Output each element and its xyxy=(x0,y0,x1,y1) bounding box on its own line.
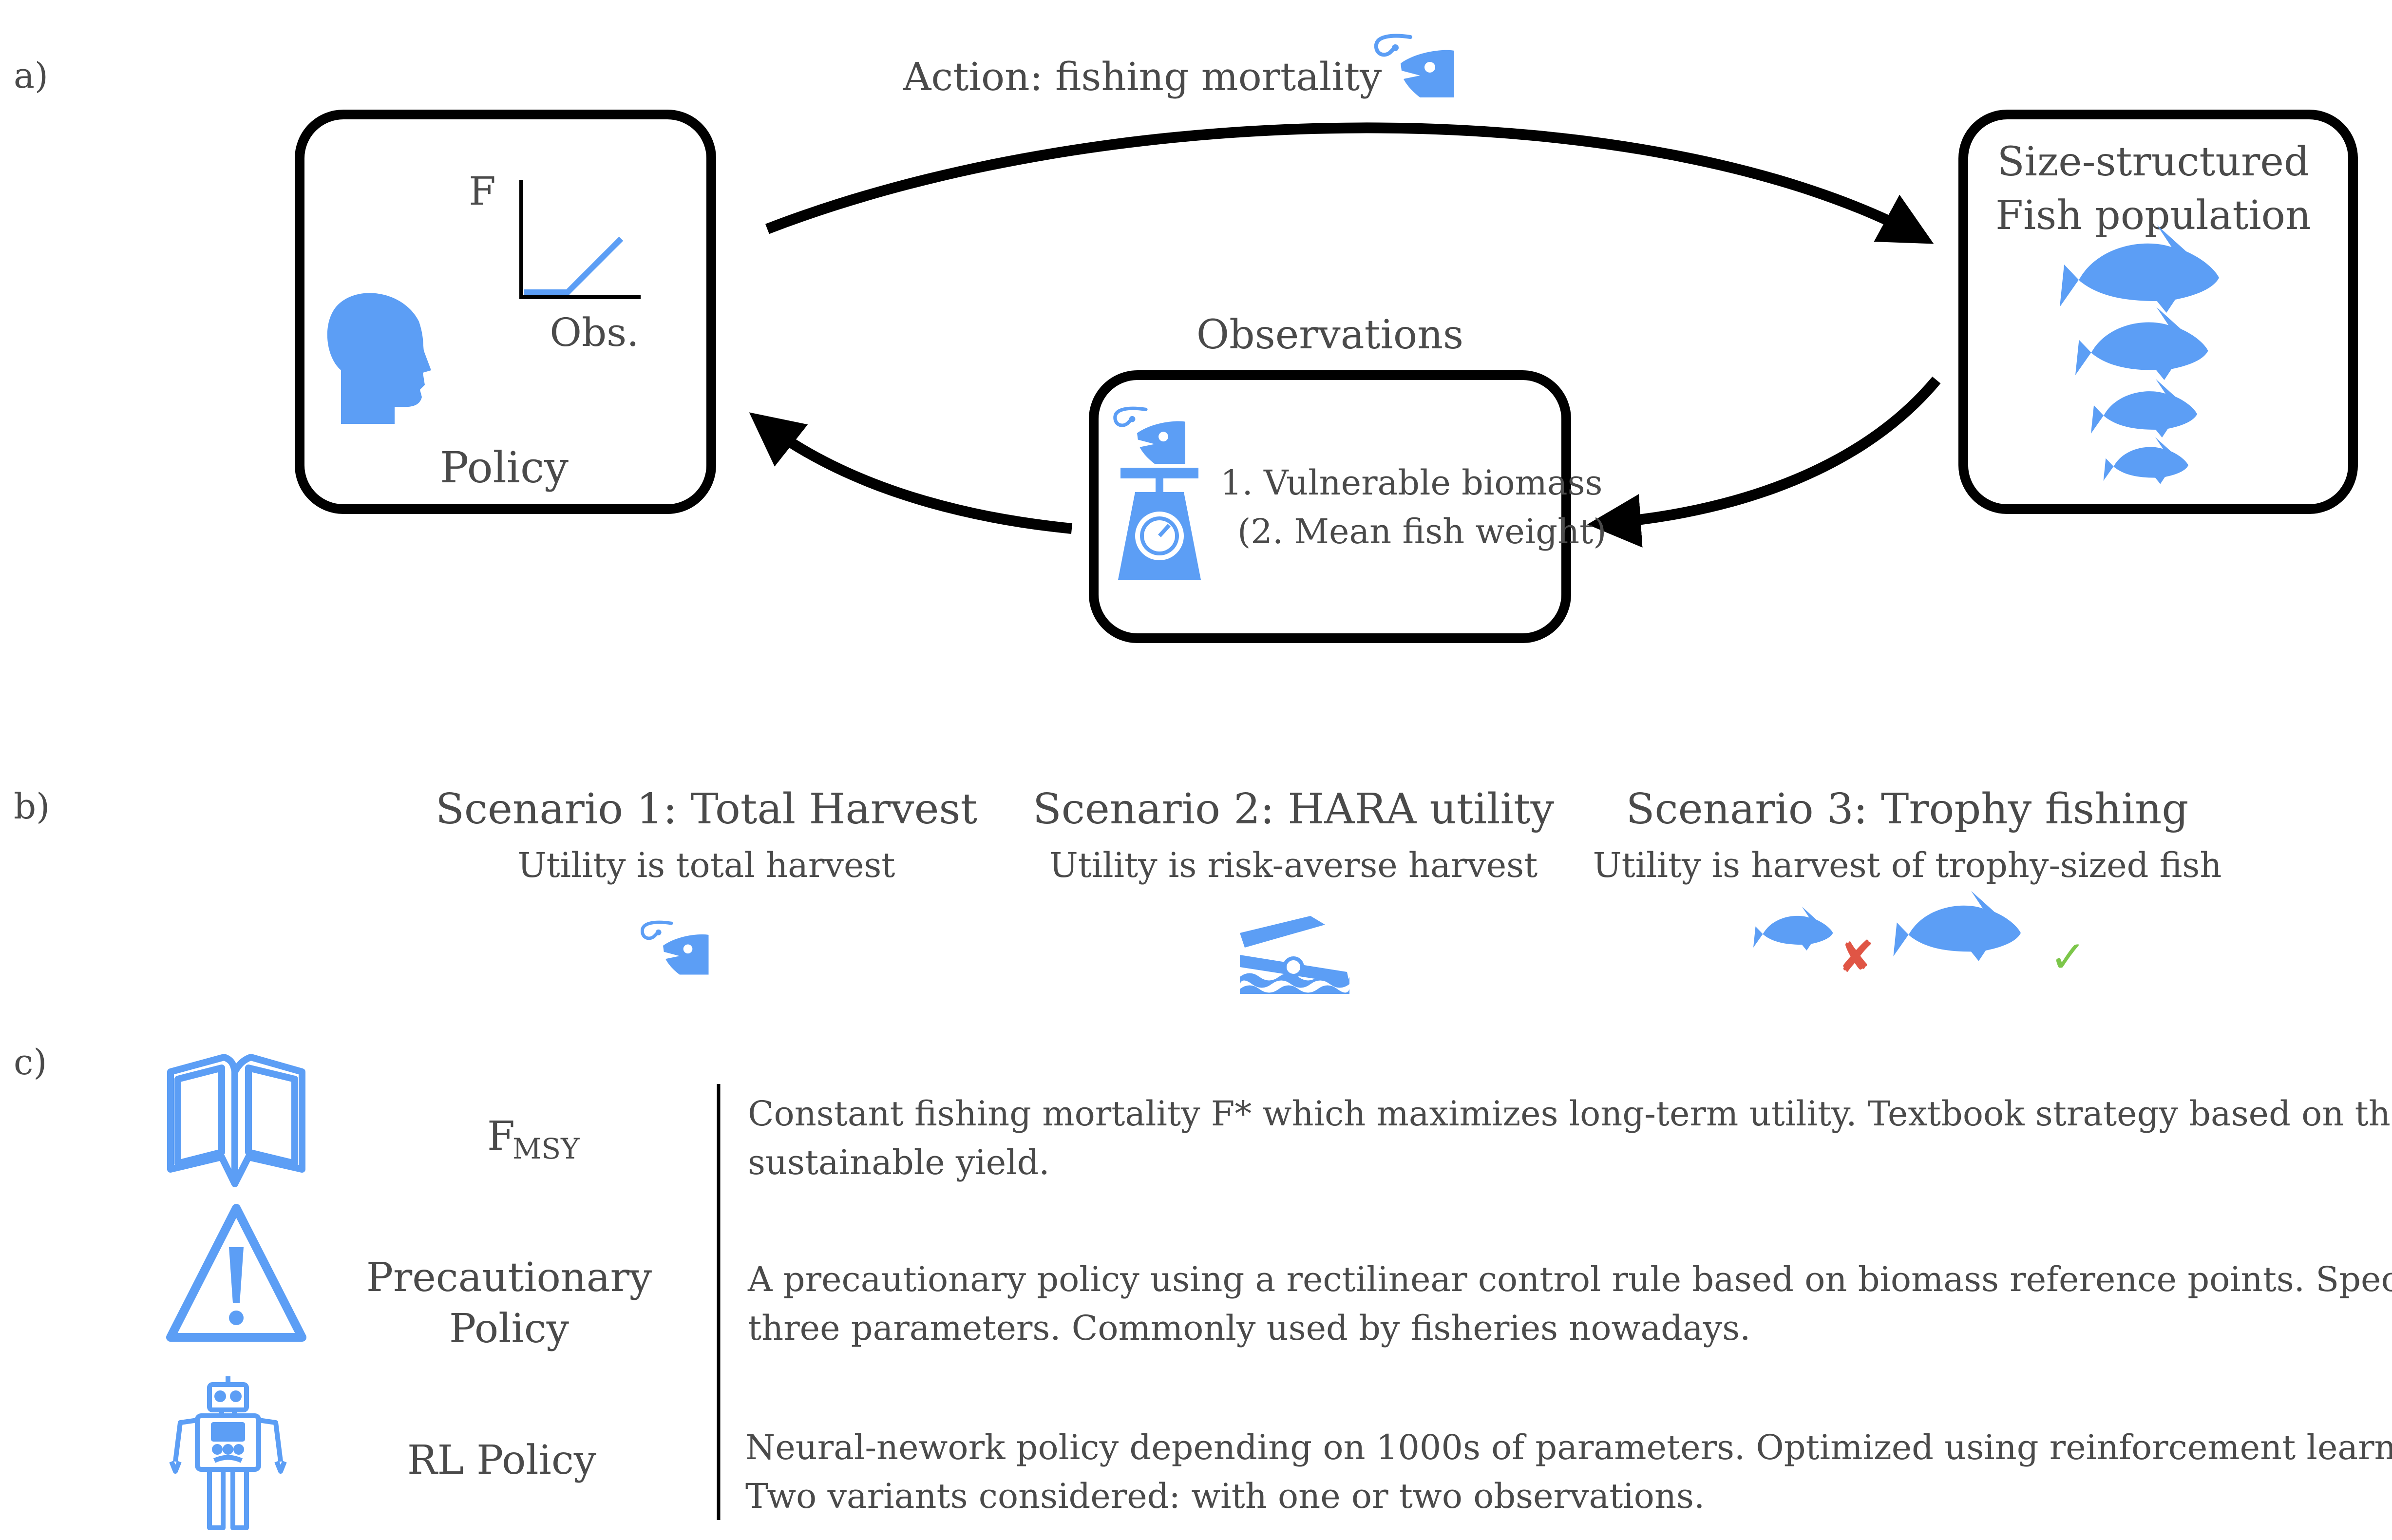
policy-axis-y-label: F xyxy=(469,169,496,214)
policy-rule-line xyxy=(524,236,624,295)
observations-box xyxy=(1089,370,1571,643)
fmsy-label-sub: MSY xyxy=(513,1132,580,1165)
precautionary-desc-line2: three parameters. Commonly used by fishe… xyxy=(748,1308,1750,1348)
population-to-observation-arrow xyxy=(1587,376,1941,548)
warning-icon xyxy=(166,1204,306,1342)
action-label: Action: fishing mortality xyxy=(903,54,1382,99)
population-label-line1: Size-structured xyxy=(1997,139,2310,185)
large-fish-icon xyxy=(1893,891,2021,961)
fmsy-desc-line2: sustainable yield. xyxy=(748,1142,1050,1182)
rl-desc-line1: Neural-nework policy depending on 1000s … xyxy=(745,1427,2392,1467)
cross-icon: ✘ xyxy=(1838,932,1874,983)
fmsy-label-main: F xyxy=(487,1113,515,1160)
action-arrow xyxy=(765,122,1934,244)
small-fish-icon xyxy=(1753,907,1833,951)
robot-icon xyxy=(169,1376,287,1530)
precautionary-label-line1: Precautionary xyxy=(366,1255,652,1301)
scenario-2-title: Scenario 2: HARA utility xyxy=(1033,785,1555,834)
scenario-3-subtitle: Utility is harvest of trophy-sized fish xyxy=(1593,845,2222,885)
observation-item-1: 1. Vulnerable biomass xyxy=(1220,463,1602,503)
population-box xyxy=(1958,110,2358,514)
panel-b-label: b) xyxy=(14,786,50,827)
boat-ramp-icon xyxy=(1240,916,1349,994)
population-label-line2: Fish population xyxy=(1995,192,2311,239)
rl-desc-line2: Two variants considered: with one or two… xyxy=(745,1476,1705,1516)
policy-box xyxy=(295,110,716,514)
scenario-2-subtitle: Utility is risk-averse harvest xyxy=(1049,845,1538,885)
check-icon: ✓ xyxy=(2050,932,2086,983)
panel-c-label: c) xyxy=(14,1042,47,1083)
precautionary-desc-line1: A precautionary policy using a rectiline… xyxy=(747,1259,2392,1299)
observations-title: Observations xyxy=(1196,312,1463,358)
scenario-3-title: Scenario 3: Trophy fishing xyxy=(1626,785,2189,834)
head-icon xyxy=(327,293,431,424)
policy-axis-x-label: Obs. xyxy=(550,310,639,355)
fmsy-desc-line1: Constant fishing mortality F* which maxi… xyxy=(748,1094,2392,1134)
policy-label: Policy xyxy=(440,442,569,493)
observation-to-policy-arrow xyxy=(749,412,1073,534)
book-icon xyxy=(167,1054,305,1187)
observation-item-2: (2. Mean fish weight) xyxy=(1237,512,1607,551)
scenario-1-subtitle: Utility is total harvest xyxy=(518,845,895,885)
rl-policy-label: RL Policy xyxy=(407,1437,597,1483)
scenario-1-title: Scenario 1: Total Harvest xyxy=(436,785,977,834)
precautionary-label-line2: Policy xyxy=(449,1306,570,1352)
scenario-1-fish-hook-icon xyxy=(642,922,708,974)
scale-icon xyxy=(1118,468,1201,580)
fish-hook-icon xyxy=(1376,36,1454,97)
panel-a-label: a) xyxy=(14,55,48,96)
